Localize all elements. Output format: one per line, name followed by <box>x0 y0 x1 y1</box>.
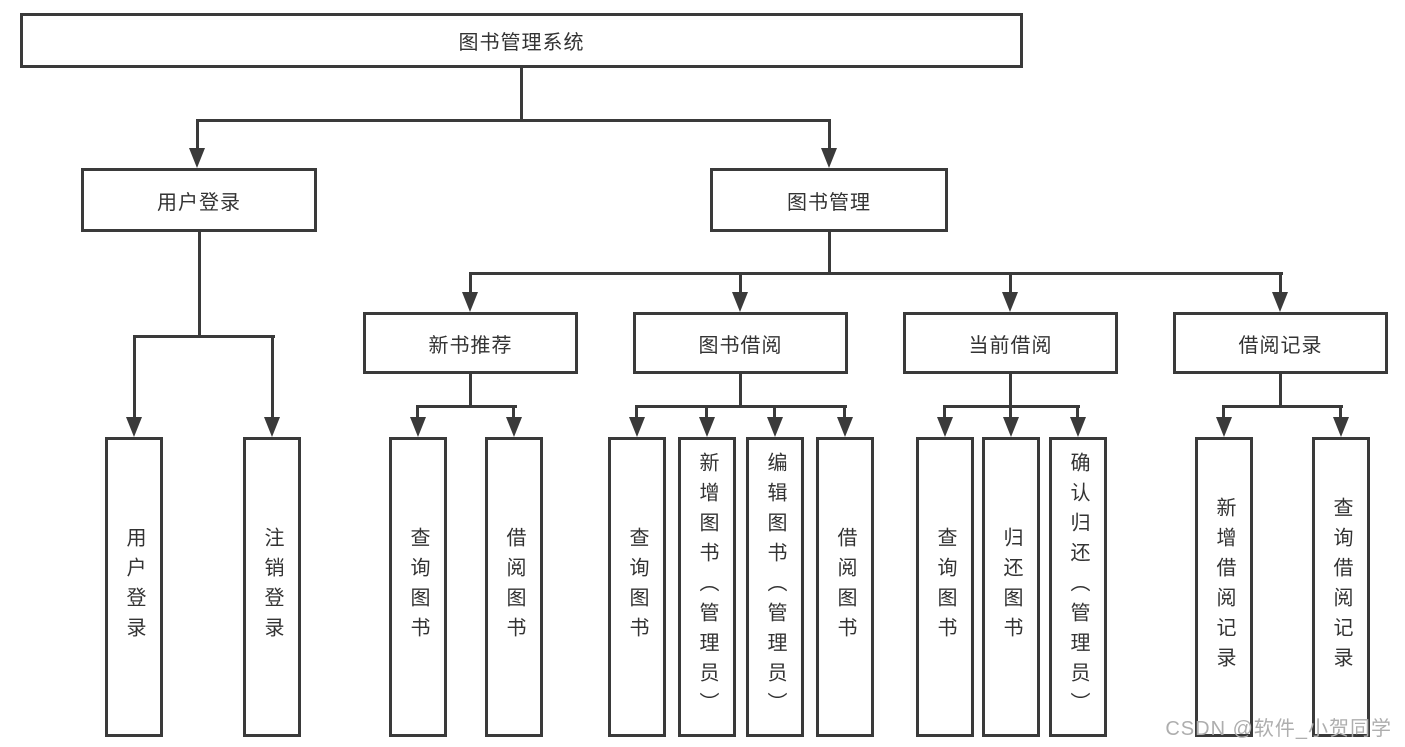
connector-line <box>416 405 419 419</box>
leaf-edit-books-admin: 编辑图书（管理员） <box>746 437 804 737</box>
arrow-down-icon <box>1272 292 1288 312</box>
leaf-label: 用户登录 <box>123 527 145 647</box>
arrow-down-icon <box>732 292 748 312</box>
leaf-label: 查询图书 <box>934 527 956 647</box>
watermark: CSDN @软件_小贺同学 <box>1165 718 1392 740</box>
connector-line <box>828 231 831 275</box>
node-current-borrowing: 当前借阅 <box>903 312 1118 374</box>
leaf-query-books-borrow: 查询图书 <box>608 437 666 737</box>
arrow-down-icon <box>506 417 522 437</box>
connector-line <box>271 335 274 419</box>
node-user-login: 用户登录 <box>81 168 317 232</box>
leaf-query-books-current: 查询图书 <box>916 437 974 737</box>
connector-line <box>843 405 846 419</box>
leaf-query-borrow-record: 查询借阅记录 <box>1312 437 1370 737</box>
leaf-user-login: 用户登录 <box>105 437 163 737</box>
connector-line <box>1279 373 1282 407</box>
leaf-add-borrow-record: 新增借阅记录 <box>1195 437 1253 737</box>
arrow-down-icon <box>1333 417 1349 437</box>
connector-line <box>469 272 1283 275</box>
leaf-borrow-books-recommend: 借阅图书 <box>485 437 543 737</box>
leaf-logout: 注销登录 <box>243 437 301 737</box>
connector-line <box>739 272 742 295</box>
leaf-label: 查询借阅记录 <box>1330 497 1352 677</box>
connector-line <box>1009 373 1012 407</box>
arrow-down-icon <box>126 417 142 437</box>
arrow-down-icon <box>264 417 280 437</box>
node-label: 借阅记录 <box>1238 334 1323 357</box>
connector-line <box>196 119 199 150</box>
node-book-borrowing: 图书借阅 <box>633 312 848 374</box>
arrow-down-icon <box>1003 417 1019 437</box>
leaf-label: 查询图书 <box>407 527 429 647</box>
node-label: 图书管理系统 <box>458 32 585 54</box>
node-label: 图书借阅 <box>698 334 783 357</box>
connector-line <box>635 405 847 408</box>
node-label: 用户登录 <box>157 191 241 214</box>
node-library-management-system: 图书管理系统 <box>20 13 1023 68</box>
arrow-down-icon <box>699 417 715 437</box>
arrow-down-icon <box>767 417 783 437</box>
arrow-down-icon <box>821 148 837 168</box>
leaf-query-books-recommend: 查询图书 <box>389 437 447 737</box>
connector-line <box>1009 272 1012 295</box>
connector-line <box>520 67 523 121</box>
connector-line <box>739 373 742 407</box>
leaf-add-books-admin: 新增图书（管理员） <box>678 437 736 737</box>
node-label: 当前借阅 <box>968 334 1053 357</box>
node-label: 新书推荐 <box>428 334 513 357</box>
connector-line <box>1222 405 1225 419</box>
arrow-down-icon <box>462 292 478 312</box>
connector-line <box>635 405 638 419</box>
connector-line <box>1279 272 1282 295</box>
connector-line <box>705 405 708 419</box>
arrow-down-icon <box>1002 292 1018 312</box>
connector-line <box>773 405 776 419</box>
arrow-down-icon <box>1216 417 1232 437</box>
leaf-label: 借阅图书 <box>834 527 856 647</box>
leaf-label: 新增图书（管理员） <box>696 452 718 722</box>
node-label: 图书管理 <box>787 191 871 214</box>
leaf-label: 编辑图书（管理员） <box>764 452 786 722</box>
leaf-borrow-books: 借阅图书 <box>816 437 874 737</box>
connector-line <box>1222 405 1343 408</box>
leaf-label: 借阅图书 <box>503 527 525 647</box>
connector-line <box>416 405 517 408</box>
arrow-down-icon <box>1070 417 1086 437</box>
connector-line <box>1009 405 1012 419</box>
arrow-down-icon <box>837 417 853 437</box>
connector-line <box>512 405 515 419</box>
leaf-label: 归还图书 <box>1000 527 1022 647</box>
connector-line <box>1076 405 1079 419</box>
leaf-label: 确认归还（管理员） <box>1067 452 1089 722</box>
connector-line <box>828 119 831 150</box>
connector-line <box>943 405 946 419</box>
leaf-label: 注销登录 <box>261 527 283 647</box>
leaf-label: 新增借阅记录 <box>1213 497 1235 677</box>
leaf-return-books: 归还图书 <box>982 437 1040 737</box>
node-new-book-recommendation: 新书推荐 <box>363 312 578 374</box>
connector-line <box>469 272 472 295</box>
node-borrowing-records: 借阅记录 <box>1173 312 1388 374</box>
leaf-label: 查询图书 <box>626 527 648 647</box>
connector-line <box>196 119 831 122</box>
connector-line <box>198 231 201 337</box>
node-book-management: 图书管理 <box>710 168 948 232</box>
arrow-down-icon <box>410 417 426 437</box>
leaf-confirm-return-admin: 确认归还（管理员） <box>1049 437 1107 737</box>
connector-line <box>469 373 472 407</box>
connector-line <box>133 335 275 338</box>
connector-line <box>1339 405 1342 419</box>
arrow-down-icon <box>937 417 953 437</box>
arrow-down-icon <box>189 148 205 168</box>
connector-line <box>133 335 136 419</box>
arrow-down-icon <box>629 417 645 437</box>
